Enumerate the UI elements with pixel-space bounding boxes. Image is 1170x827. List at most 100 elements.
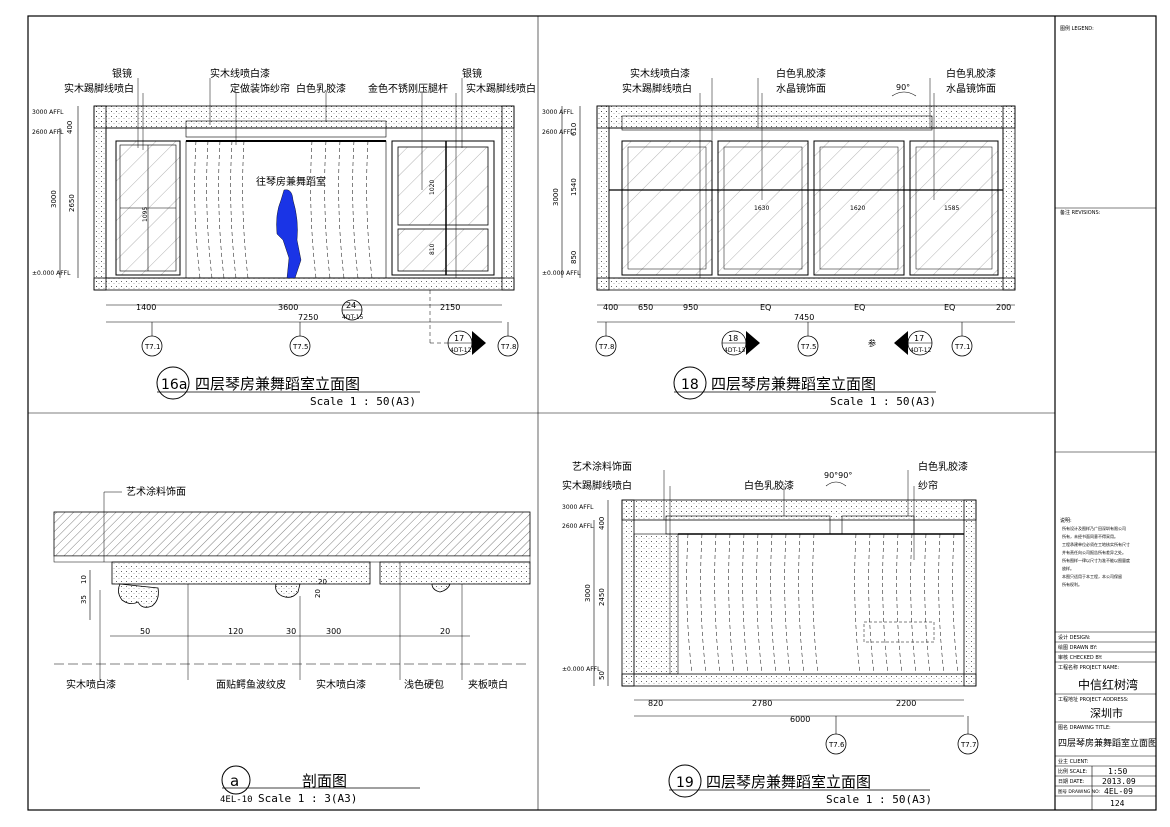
d16a-hdim-0: 1400 — [136, 303, 156, 312]
d18-label-4: 白色乳胶漆 — [946, 67, 996, 80]
d18-hdim-2: 950 — [683, 303, 698, 312]
d16a-title: 四层琴房兼舞蹈室立面图 — [195, 375, 360, 393]
d19-label-2: 白色乳胶漆 — [744, 479, 794, 492]
d16a-level-0: 3000 AFFL — [32, 109, 64, 116]
d16a-callout-0-top: 24 — [346, 301, 356, 310]
d18-vdim-2: 1540 — [570, 178, 578, 196]
d18-axis-0: T7.8 — [598, 343, 614, 351]
d18-inner-1: 1620 — [850, 205, 865, 212]
d18-level-2: ±0.000 AFFL — [542, 270, 581, 277]
tb-note-4: 所有图样一律以尺寸为准不能以图量度 — [1062, 557, 1130, 563]
d16a-scale: Scale 1 : 50(A3) — [310, 395, 416, 408]
d19-axis-1: T7.7 — [960, 741, 976, 749]
da-label-bottom-1: 面贴鳄鱼波纹皮 — [216, 678, 286, 691]
moulding-profile-right — [431, 583, 451, 593]
d16a-label-4: 白色乳胶漆 — [296, 82, 346, 95]
d16a-total-dim: 7250 — [298, 313, 318, 322]
tb-drawn-label: 绘图 DRAWN BY: — [1058, 644, 1098, 651]
d18-vdim-0: 610 — [570, 123, 578, 136]
tb-drawing-no: 4EL-09 — [1104, 787, 1133, 796]
d19-hdim-1: 2780 — [752, 699, 772, 708]
d18-angle: 90° — [896, 83, 910, 92]
d18-hdim-4: EQ — [854, 303, 865, 312]
tb-checked-label: 审核 CHECKED BY: — [1058, 654, 1103, 661]
d19-scale: Scale 1 : 50(A3) — [826, 793, 932, 806]
d18-vdim-1: 3000 — [552, 188, 560, 206]
d16a-inner-0: 1095 — [142, 207, 149, 222]
d18-inner-2: 1585 — [944, 205, 959, 212]
person-figure — [276, 189, 302, 279]
d19-level-2: ±0.000 AFFL — [562, 666, 601, 673]
tb-note-1: 所有，未经书面同意不得采用。 — [1062, 533, 1118, 539]
d18-hdim-3: EQ — [760, 303, 771, 312]
da-dim-7: 20 — [314, 589, 322, 598]
da-label-bottom-3: 浅色硬包 — [404, 678, 444, 691]
tb-scale-label: 比例 SCALE: — [1058, 768, 1088, 775]
tb-client-label: 业主 CLIENT: — [1058, 758, 1089, 765]
da-dim-3: 300 — [326, 627, 341, 636]
moulding-profile-left — [118, 583, 159, 608]
section-a: 艺术涂料饰面 实木喷白漆 面贴鳄鱼波纹皮 实木喷白漆 浅色硬包 夹板喷白 50 … — [53, 485, 531, 805]
sheet-frame — [27, 15, 1157, 811]
tb-drawing-title: 四层琴房兼舞蹈室立面图 — [1058, 737, 1157, 749]
d19-title: 四层琴房兼舞蹈室立面图 — [706, 773, 871, 791]
tb-drawing-no-label: 图号 DRAWING NO: — [1058, 789, 1100, 795]
tb-legend: 图例 LEGEND: — [1060, 25, 1094, 32]
tb-revisions: 备注 REVISIONS: — [1060, 209, 1101, 216]
da-label-bottom-2: 实木喷白漆 — [316, 678, 366, 691]
d16a-label-6: 银镜 — [462, 67, 482, 80]
d18-level-0: 3000 AFFL — [542, 109, 574, 116]
tb-note-2: 工程承建单位必须在工地核实所有尺寸 — [1062, 541, 1130, 547]
d18-hdim-6: 200 — [996, 303, 1011, 312]
d18-ref-prefix: 参 — [868, 338, 876, 348]
d19-number: 19 — [676, 775, 694, 791]
d18-inner-0: 1630 — [754, 205, 769, 212]
da-code: 4EL-10 — [220, 795, 253, 805]
d16a-inner-1: 1020 — [429, 180, 436, 195]
moulding-profile-mid — [275, 583, 301, 598]
tb-notes-heading: 说明: — [1060, 517, 1072, 524]
d16a-callout-0-bottom: 4DT-15 — [342, 314, 364, 321]
d16a-label-1: 实木线喷白漆 — [210, 67, 270, 80]
d16a-vdim-2: 2650 — [68, 194, 76, 212]
d16a-level-2: ±0.000 AFFL — [32, 270, 71, 277]
da-label-bottom-0: 实木喷白漆 — [66, 678, 116, 691]
d18-number: 18 — [681, 377, 699, 393]
d16a-number: 16a — [161, 377, 187, 393]
tb-note-0: 所有设计及图样乃广田深圳有限公司 — [1062, 525, 1126, 531]
d16a-level-1: 2600 AFFL — [32, 129, 64, 136]
d16a-room-label: 往琴房兼舞蹈室 — [256, 175, 326, 188]
tb-project-label: 工程名称 PROJECT NAME: — [1058, 664, 1119, 671]
d19-label-3: 白色乳胶漆 — [918, 460, 968, 473]
d18-axis-1: T7.5 — [800, 343, 816, 351]
d19-vdim-1: 3000 — [584, 584, 592, 602]
d16a-label-3: 定做装饰纱帘 — [230, 82, 290, 95]
d16a-hdim-1: 3600 — [278, 303, 298, 312]
d18-callout-1-bottom: 4DT-12 — [910, 347, 932, 354]
tb-note-5: 放样。 — [1062, 565, 1074, 571]
d19-level-1: 2600 AFFL — [562, 523, 594, 530]
d16a-axis-2: T7.8 — [500, 343, 516, 351]
elevation-19: 艺术涂料饰面 实木踢脚线喷白 白色乳胶漆 白色乳胶漆 纱帘 90°90° 300… — [562, 460, 979, 806]
d18-callout-1-top: 17 — [914, 334, 924, 343]
d18-total-dim: 7450 — [794, 313, 814, 322]
da-scale: Scale 1 : 3(A3) — [258, 792, 357, 805]
da-dim-4: 20 — [440, 627, 450, 636]
da-title: 剖面图 — [302, 772, 347, 790]
d19-vdim-2: 2450 — [598, 588, 606, 606]
da-label-top-0: 艺术涂料饰面 — [126, 485, 186, 498]
d18-title: 四层琴房兼舞蹈室立面图 — [711, 375, 876, 393]
d16a-label-7: 实木踢脚线喷白 — [466, 82, 536, 95]
d16a-inner-2: 810 — [429, 243, 436, 255]
d18-label-1: 实木踢脚线喷白 — [622, 82, 692, 95]
d18-level-1: 2600 AFFL — [542, 129, 574, 136]
tb-scale: 1:50 — [1108, 767, 1127, 776]
title-block: 图例 LEGEND: 备注 REVISIONS: 说明: 所有设计及图样乃广田深… — [1055, 25, 1157, 810]
da-dim-8: 20 — [318, 578, 327, 586]
d19-hdim-2: 2200 — [896, 699, 916, 708]
tb-drawing-title-label: 图名 DRAWING TITLE: — [1058, 724, 1111, 731]
d16a-callout-1-top: 17 — [454, 334, 464, 343]
elevation-18: 实木线喷白漆 实木踢脚线喷白 白色乳胶漆 水晶镜饰面 白色乳胶漆 水晶镜饰面 9… — [542, 67, 1016, 408]
d16a-callout-1-bottom: 4DT-12 — [450, 347, 472, 354]
